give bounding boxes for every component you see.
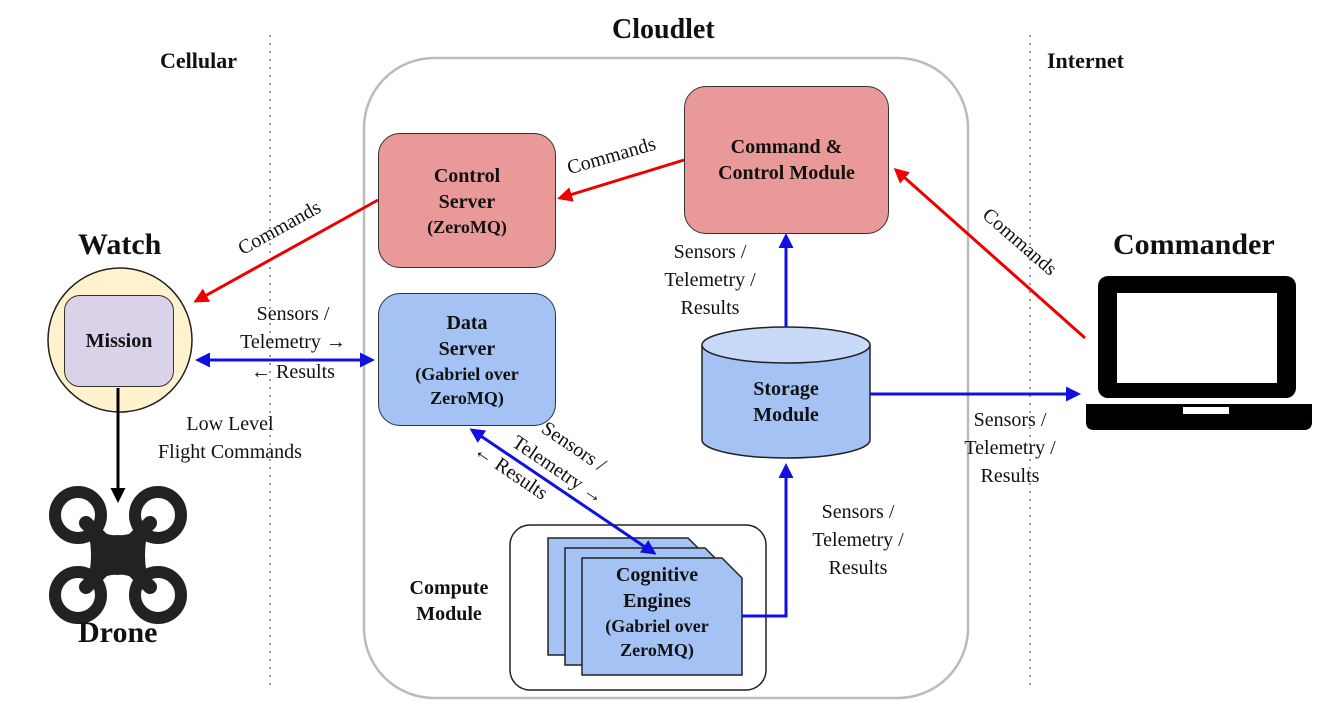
engine-page-front	[581, 557, 743, 676]
storage-cc-line3: Results	[680, 297, 740, 319]
storage-commander-line2: Telemetry /	[964, 437, 1056, 459]
compute-module-label: Compute Module	[394, 575, 504, 627]
arrow-control-to-watch	[193, 198, 379, 303]
zone-cellular-label: Cellular	[160, 48, 237, 73]
cognitive-line3: (Gabriel over	[605, 616, 709, 636]
storage-line1: Storage	[753, 378, 819, 400]
command-control-module: Command & Control Module	[684, 86, 889, 234]
edge-label-engines-to-storage: Sensors / Telemetry / Results	[796, 498, 920, 582]
zone-internet-label: Internet	[1047, 48, 1124, 73]
arrow-ds-engines	[469, 428, 657, 555]
edge-label-storage-to-commander: Sensors / Telemetry / Results	[948, 406, 1072, 490]
data-server-module: Data Server (Gabriel over ZeroMQ)	[378, 293, 556, 426]
engines-storage-line2: Telemetry /	[812, 529, 904, 551]
laptop-icon	[1086, 276, 1312, 430]
command-control-line1: Command &	[730, 136, 843, 158]
control-server-line1: Control	[433, 164, 501, 187]
mission-label: Mission	[85, 330, 153, 352]
data-server-line2: Server	[438, 337, 496, 360]
engines-storage-line3: Results	[828, 557, 888, 579]
watch-data-line1: Sensors /	[256, 303, 330, 325]
arrow-engines-to-storage	[742, 463, 794, 618]
commander-label: Commander	[1113, 228, 1275, 261]
watch-data-line3: ← Results	[251, 361, 335, 383]
flight-line1: Low Level	[186, 413, 274, 435]
data-server-line3: (Gabriel over	[415, 363, 519, 384]
data-server-line1: Data	[446, 311, 488, 334]
edge-label-storage-to-cc: Sensors / Telemetry / Results	[650, 238, 770, 322]
storage-line2: Module	[753, 404, 819, 426]
drone-icon	[49, 486, 187, 624]
control-server-line2: Server	[438, 190, 496, 213]
cognitive-line2: Engines	[623, 590, 691, 612]
mission-module: Mission	[64, 295, 174, 387]
edge-label-watch-data: Sensors / Telemetry → ← Results	[226, 300, 360, 386]
command-control-line2: Control Module	[718, 162, 855, 184]
arrow-cc-to-control	[557, 158, 685, 202]
compute-line2: Module	[416, 603, 482, 625]
zone-cloudlet-label: Cloudlet	[612, 14, 715, 45]
storage-cc-line2: Telemetry /	[664, 269, 756, 291]
engines-storage-line1: Sensors /	[821, 501, 895, 523]
storage-commander-line1: Sensors /	[973, 409, 1047, 431]
data-server-line4: ZeroMQ)	[430, 387, 504, 408]
watch-data-line2: Telemetry →	[240, 331, 346, 353]
edge-label-flight-commands: Low Level Flight Commands	[150, 410, 310, 466]
control-server-module: Control Server (ZeroMQ)	[378, 133, 556, 268]
cognitive-line4: ZeroMQ)	[620, 640, 694, 660]
cognitive-line1: Cognitive	[615, 564, 699, 586]
drone-label: Drone	[78, 616, 158, 649]
cognitive-engines-label: Cognitive Engines (Gabriel over ZeroMQ)	[582, 562, 732, 662]
compute-line1: Compute	[409, 577, 489, 599]
storage-cc-line1: Sensors /	[673, 241, 747, 263]
flight-line2: Flight Commands	[158, 441, 302, 463]
arrow-commander-to-cc	[893, 168, 1086, 340]
storage-commander-line3: Results	[980, 465, 1040, 487]
watch-label: Watch	[78, 228, 162, 261]
storage-module-label: Storage Module	[702, 376, 870, 428]
control-server-line3: (ZeroMQ)	[427, 216, 507, 237]
